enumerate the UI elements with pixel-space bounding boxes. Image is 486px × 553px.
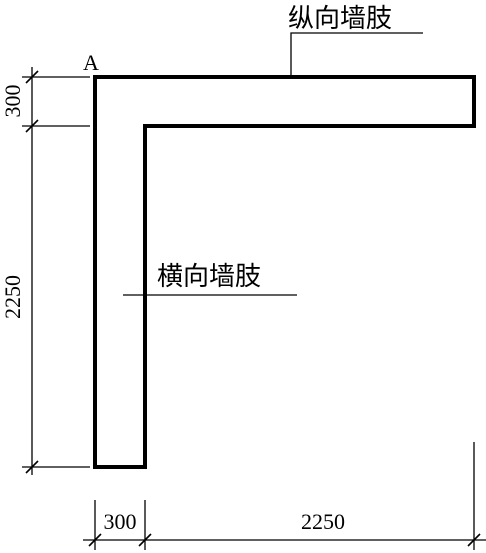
longitudinal-wall-label: 纵向墙肢 — [288, 4, 392, 34]
bottom-dim-300: 300 — [104, 509, 137, 534]
point-label-a: A — [83, 50, 99, 75]
bottom-dim-2250: 2250 — [301, 509, 345, 534]
left-tick-mid — [25, 119, 39, 133]
transverse-wall-label: 横向墙肢 — [157, 262, 261, 292]
bottom-tick-right — [467, 533, 481, 547]
l-wall-outline — [93, 75, 476, 469]
left-tick-top — [25, 70, 39, 84]
bottom-tick-mid — [138, 533, 152, 547]
longitudinal-wall-leader — [290, 32, 423, 77]
bottom-tick-left — [88, 533, 102, 547]
left-dim-300: 300 — [0, 85, 25, 118]
left-dim-2250: 2250 — [0, 275, 25, 319]
left-tick-bottom — [25, 460, 39, 474]
